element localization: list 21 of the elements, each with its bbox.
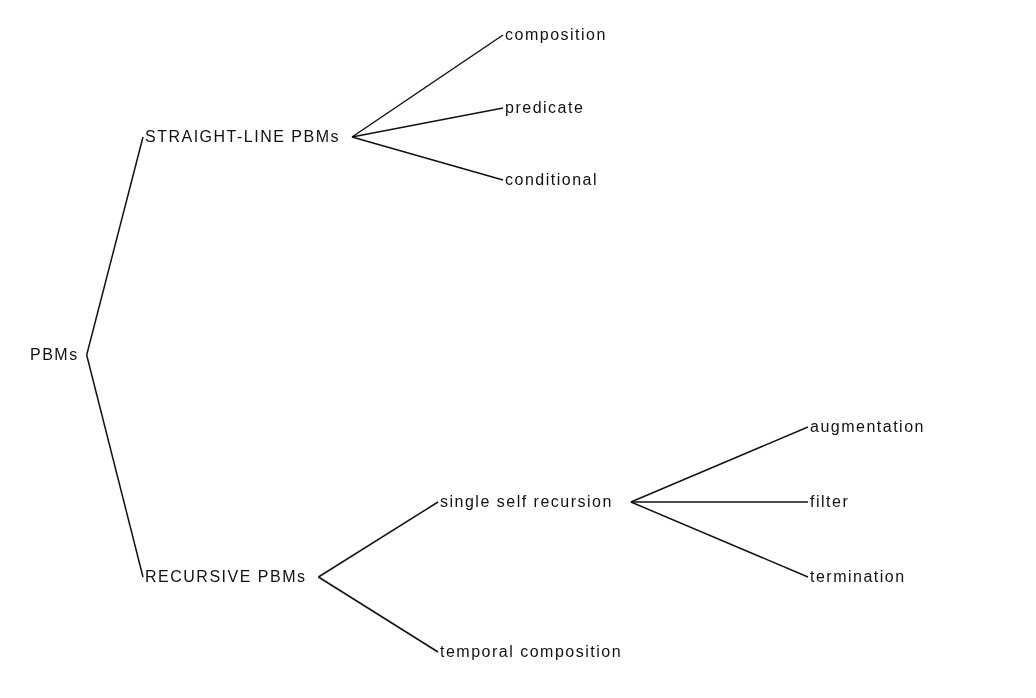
node-label: augmentation (810, 417, 925, 437)
tree-line (85, 354, 144, 578)
node-label: RECURSIVE PBMs (145, 567, 307, 587)
tree-line (351, 136, 504, 181)
node-label: filter (810, 492, 850, 512)
node-label: conditional (505, 170, 598, 190)
node-label: composition (505, 25, 607, 45)
tree-line (317, 576, 439, 653)
tree-line (630, 501, 809, 578)
node-label: termination (810, 567, 906, 587)
tree-line (630, 426, 809, 503)
node-label: STRAIGHT-LINE PBMs (145, 127, 341, 147)
node-label: temporal composition (440, 642, 623, 662)
tree-line (85, 136, 144, 356)
node-label: PBMs (30, 345, 79, 365)
tree-line (351, 34, 504, 138)
node-label: predicate (505, 98, 585, 118)
tree-line (630, 501, 809, 503)
node-label: single self recursion (440, 492, 613, 512)
tree-line (317, 501, 439, 578)
tree-line (351, 107, 504, 138)
